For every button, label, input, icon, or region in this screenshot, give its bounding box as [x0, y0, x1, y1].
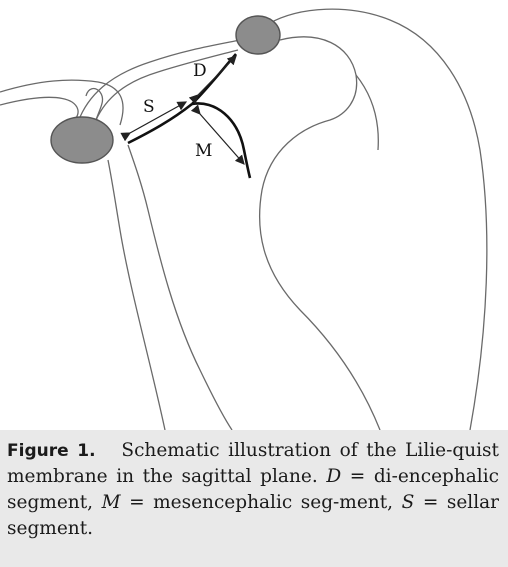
caption-d-def: = di-encephalic segment,: [7, 466, 499, 513]
label-m: M: [195, 141, 212, 161]
pons-outline: [355, 74, 379, 151]
diencephalon-outline: [0, 79, 124, 126]
label-d: D: [193, 61, 207, 81]
hypothalamic-wall: [85, 87, 104, 121]
sella-contour: [127, 144, 233, 430]
left-lower-outline: [0, 96, 79, 119]
pituitary-gland: [50, 116, 114, 164]
brainstem-outline: [267, 8, 488, 430]
caption-m-def: = mesencephalic seg-ment,: [129, 492, 394, 513]
figure-caption: Figure 1. Schematic illustration of the …: [7, 438, 499, 542]
caption-box: Figure 1. Schematic illustration of the …: [0, 430, 508, 567]
membrane-sellar-segment: [127, 102, 193, 145]
label-s: S: [143, 97, 155, 117]
caption-s-def: = sellar segment.: [7, 492, 499, 539]
arrow-d: [188, 55, 237, 105]
optic-pathway-upper: [77, 39, 241, 123]
mammillary-body: [235, 15, 281, 55]
left-body-contour: [107, 159, 166, 430]
caption-d-key: D: [326, 466, 342, 487]
caption-label: Figure 1.: [7, 441, 96, 461]
caption-s-key: S: [401, 492, 415, 513]
caption-m-key: M: [101, 492, 121, 513]
liliequist-schematic: D S M: [0, 8, 488, 430]
figure-illustration: D S M: [0, 8, 488, 430]
arrow-m: [190, 104, 245, 165]
caption-text: Schematic illustration of the Lilie-quis…: [7, 440, 499, 487]
midbrain-inner-outline: [258, 36, 381, 430]
arrow-s: [120, 101, 188, 142]
